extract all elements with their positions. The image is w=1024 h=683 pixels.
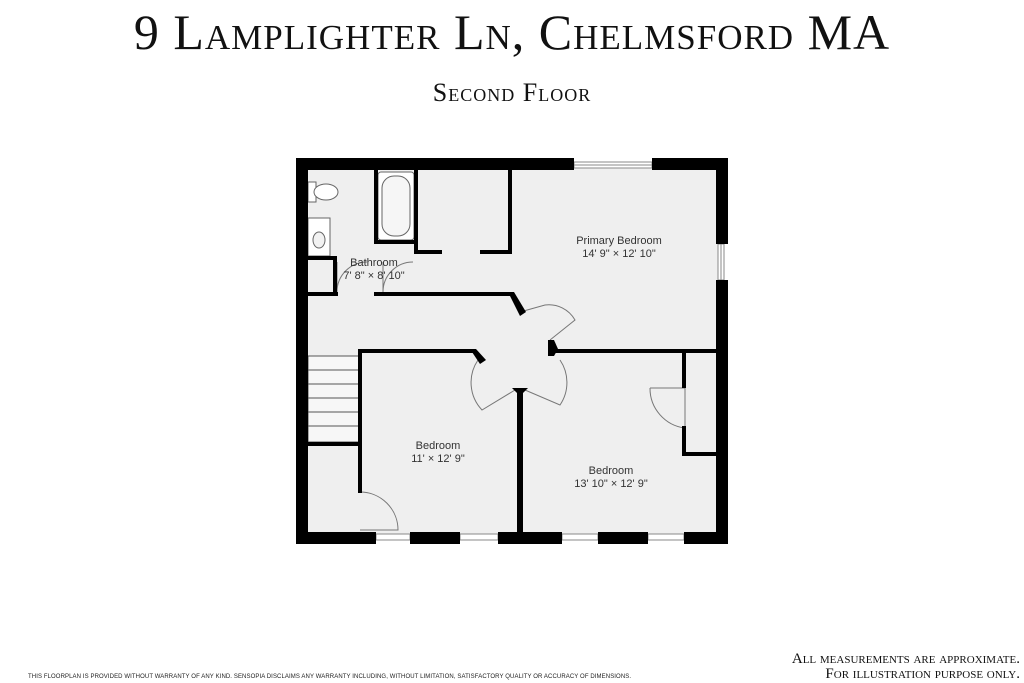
bedroom-right-door-swing <box>524 359 568 406</box>
window-bottom-3 <box>561 533 599 541</box>
bedroom-left-wall-side <box>358 349 362 493</box>
wall-junction-left <box>470 349 486 364</box>
address-title: 9 Lamplighter Ln, Chelmsford MA <box>133 4 891 60</box>
closet-wall-bottom <box>682 452 718 456</box>
bedroom-right-dims: 13' 10" × 12' 9" <box>574 478 648 490</box>
bedroom-divider-wall <box>517 392 523 534</box>
bath-wall-side <box>333 256 337 296</box>
tub-wall-bottom <box>374 240 416 244</box>
wall-right-lower <box>716 280 728 544</box>
hall-closet-door-swing <box>359 491 399 531</box>
primary-bedroom-wall-bottom <box>554 349 718 353</box>
wall-bottom-3 <box>498 532 562 544</box>
stair-wall-bottom <box>308 442 360 446</box>
wall-right-upper <box>716 158 728 244</box>
bedroom-left-wall-top <box>358 349 476 353</box>
primary-bedroom-name: Primary Bedroom <box>576 235 662 247</box>
disclaimer-text: THIS FLOORPLAN IS PROVIDED WITHOUT WARRA… <box>28 674 632 680</box>
bathtub-basin <box>381 175 411 237</box>
wall-top-right <box>652 158 728 170</box>
wall-left <box>296 158 308 544</box>
floor-subtitle: Second Floor <box>432 78 592 107</box>
measurement-note: All measurements are approximate. <box>791 651 1020 667</box>
closet-wall-left <box>414 170 418 254</box>
illustration-note: For illustration purpose only. <box>825 666 1020 682</box>
wall-bottom-2 <box>410 532 460 544</box>
bedroom-left-dims: 11' × 12' 9" <box>411 453 465 465</box>
closet-wall-upper <box>682 350 686 388</box>
window-bottom-2 <box>459 533 499 541</box>
interior-walls <box>308 170 718 534</box>
closet-wall-stub-left <box>414 250 442 254</box>
bathroom-name: Bathroom <box>350 257 398 269</box>
bedroom-right-name: Bedroom <box>589 465 634 477</box>
bathroom-door-swing-right <box>382 261 414 293</box>
staircase <box>307 355 361 443</box>
bath-wall-bottom-left <box>308 292 338 296</box>
bathroom-dims: 7' 8" × 8' 10" <box>343 270 404 282</box>
vanity-wall <box>308 256 334 260</box>
bedroom-left-name: Bedroom <box>416 440 461 452</box>
bedroom-left-door-swing <box>470 359 516 411</box>
bathroom-door-swing-left <box>336 261 368 293</box>
diagonal-wall-top <box>508 292 526 316</box>
window-bottom-1 <box>375 533 411 541</box>
tub-wall <box>374 170 378 242</box>
primary-bedroom-door-swing <box>519 304 576 341</box>
door-swings <box>336 261 686 531</box>
wall-bottom-5 <box>684 532 728 544</box>
closet-wall-lower <box>682 426 686 456</box>
wall-bottom-4 <box>598 532 648 544</box>
wall-junction-right <box>548 340 558 356</box>
closet-wall-right <box>508 170 512 254</box>
toilet-bowl <box>313 183 339 201</box>
bath-wall-bottom-right <box>374 292 510 296</box>
primary-bedroom-dims: 14' 9" × 12' 10" <box>582 248 656 260</box>
walls <box>296 158 728 544</box>
window-bottom-4 <box>647 533 685 541</box>
wall-top-left <box>296 158 574 170</box>
closet-wall-stub-right <box>480 250 512 254</box>
wall-bottom-1 <box>296 532 376 544</box>
sink-basin <box>312 231 326 249</box>
